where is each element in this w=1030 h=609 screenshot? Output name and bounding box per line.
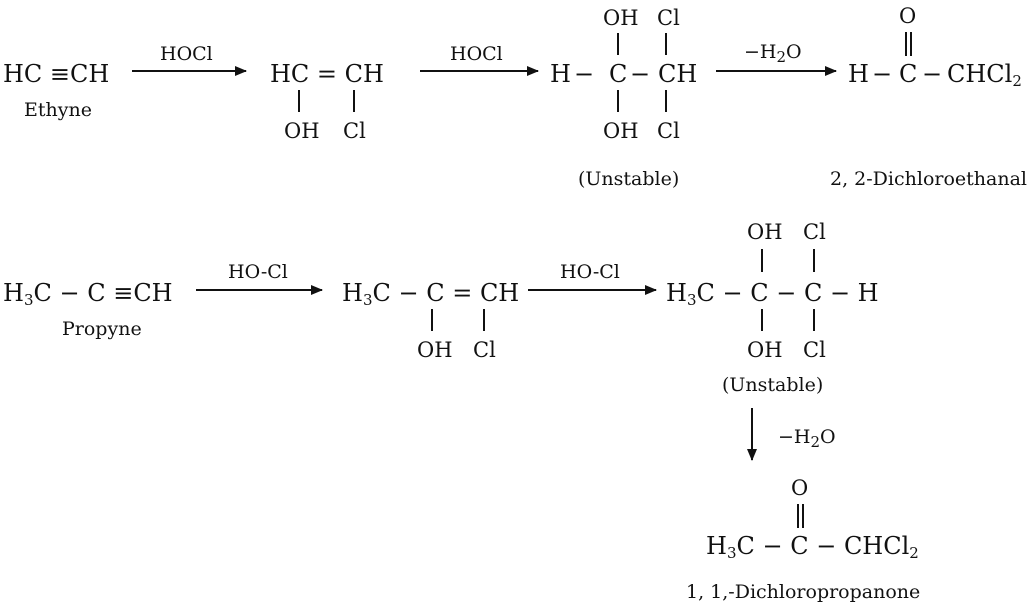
r1-product-bond-1: −	[872, 60, 893, 88]
r1-arrow-3-reagent: −H2O	[744, 41, 802, 66]
r2-adduct-cl-bottom: Cl	[803, 338, 826, 362]
r2-arrow-down-reagent: −H2O	[778, 426, 836, 451]
r1-intermediate-formula: HC = CH	[270, 60, 384, 88]
r2-adduct-formula: H3C − C − C − H	[666, 279, 879, 309]
r2-arrow-2-reagent: HO-Cl	[560, 261, 620, 283]
r1-arrow-2-reagent: HOCl	[450, 43, 503, 65]
r2-reactant-formula: H3C − C ≡CH	[3, 279, 173, 309]
r2-product-oxygen: O	[791, 476, 809, 500]
r2-product-name: 1, 1,-Dichloropropanone	[686, 581, 921, 603]
r1-adduct-note: (Unstable)	[578, 168, 680, 190]
r1-intermediate-cl: Cl	[343, 119, 366, 143]
r1-adduct-oh-top: OH	[603, 6, 639, 30]
r1-adduct-bond-2: −	[630, 60, 651, 88]
r1-adduct-c2: CH	[658, 60, 698, 88]
r1-product-c: C	[899, 60, 918, 88]
r2-adduct-oh-top: OH	[747, 220, 783, 244]
r1-adduct-cl-bottom: Cl	[657, 119, 680, 143]
r1-product-group: CHCl2	[947, 60, 1022, 90]
r2-arrow-1-reagent: HO-Cl	[228, 261, 288, 283]
r1-adduct-cl-top: Cl	[657, 6, 680, 30]
r1-reactant-name: Ethyne	[24, 99, 92, 121]
r1-intermediate-oh: OH	[284, 119, 320, 143]
r1-product-name: 2, 2-Dichloroethanal	[830, 168, 1027, 190]
r1-arrow-1-reagent: HOCl	[160, 43, 213, 65]
r2-intermediate-formula: H3C − C = CH	[342, 279, 520, 309]
r2-adduct-oh-bottom: OH	[747, 338, 783, 362]
r2-adduct-cl-top: Cl	[803, 220, 826, 244]
r1-adduct-c1: C	[609, 60, 628, 88]
r2-adduct-note: (Unstable)	[722, 374, 824, 396]
r1-reactant-formula: HC ≡CH	[3, 60, 110, 88]
r1-product-oxygen: O	[899, 4, 917, 28]
r2-intermediate-cl: Cl	[473, 338, 496, 362]
r2-intermediate-oh: OH	[417, 338, 453, 362]
r2-reactant-name: Propyne	[62, 318, 142, 340]
r1-adduct-oh-bottom: OH	[603, 119, 639, 143]
r1-adduct-bond-1: −	[574, 60, 595, 88]
r2-product-formula: H3C − C − CHCl2	[706, 532, 919, 562]
r1-adduct-h: H	[550, 60, 571, 88]
r1-product-h: H	[848, 60, 869, 88]
r1-product-bond-2: −	[922, 60, 943, 88]
